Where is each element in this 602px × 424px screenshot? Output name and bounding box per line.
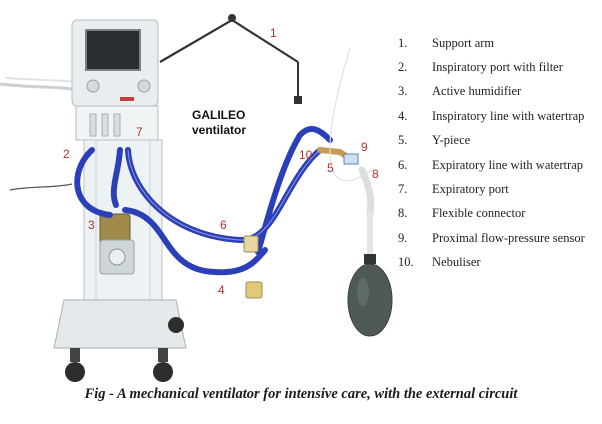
callout-6: 6 [220,218,227,232]
legend-text: Flexible connector [432,206,526,221]
legend-number: 3. [398,84,408,99]
wheel [65,362,85,382]
callout-3: 3 [88,218,95,232]
support-arm [159,18,299,63]
hose-highlight [127,149,321,241]
flexible-connector [358,166,375,219]
control-knob [86,79,100,93]
humidifier-dial [108,248,126,266]
control-knob [137,79,151,93]
arm-joint [228,14,236,22]
product-name: GALILEO ventilator [192,108,246,138]
inspiratory-hose-segment [74,147,113,218]
legend-item: 6. Expiratory line with watertrap [398,153,585,177]
legend-number: 6. [398,157,408,172]
legend-text: Expiratory port [432,182,509,197]
sensor-tubing [329,47,373,181]
reservoir-bag [347,263,393,337]
legend-number: 9. [398,230,408,245]
wheel [153,362,173,382]
legend-number: 7. [398,182,408,197]
indicator-lights [120,97,134,101]
legend-item: 5. Y-piece [398,129,585,153]
legend-item: 9. Proximal flow-pressure sensor [398,226,585,250]
legend-item: 4. Inspiratory line with watertrap [398,104,585,128]
legend-number: 2. [398,60,408,75]
port-slot [101,113,109,137]
callout-8: 8 [372,167,379,181]
callout-2: 2 [63,147,70,161]
legend-item: 1. Support arm [398,31,585,55]
watertrap-expiratory [243,235,259,253]
bag-highlight [357,278,369,306]
inspiratory-line [255,126,333,255]
humidifier-hose [110,147,123,208]
monitor-screen [85,29,141,71]
callout-5: 5 [327,161,334,175]
port-slot [113,113,121,137]
watertrap-inspiratory [245,281,263,299]
legend-number: 5. [398,133,408,148]
legend-item: 8. Flexible connector [398,202,585,226]
product-name-line1: GALILEO [192,108,246,122]
figure-caption: Fig - A mechanical ventilator for intens… [84,386,518,402]
arm-clamp [294,96,302,104]
wheel-mount [70,348,80,362]
legend-text: Inspiratory line with watertrap [432,108,585,123]
legend-number: 4. [398,108,408,123]
callout-4: 4 [218,283,225,297]
flow-sensor [343,153,359,165]
legend-item: 3. Active humidifier [398,80,585,104]
legend-text: Proximal flow-pressure sensor [432,230,585,245]
callout-7: 7 [136,125,143,139]
legend-item: 10. Nebuliser [398,251,585,275]
supply-hose [0,82,77,92]
product-name-line2: ventilator [192,123,247,137]
bag-neck [364,254,376,264]
legend-number: 10. [398,255,414,270]
power-cable [9,183,73,191]
callout-10: 10 [299,148,313,162]
port-slot [89,113,97,137]
wheel-mount [158,348,168,362]
legend-text: Active humidifier [432,84,522,99]
inspiratory-hose [122,207,268,276]
legend-text: Inspiratory port with filter [432,60,563,75]
callout-9: 9 [361,140,368,154]
wheel [168,317,184,333]
legend-text: Support arm [432,35,495,50]
legend-list: 1. Support arm 2. Inspiratory port with fi… [398,31,585,275]
legend-item: 2. Inspiratory port with filter [398,55,585,79]
legend-text: Nebuliser [432,255,481,270]
legend-number: 8. [398,206,408,221]
callout-1: 1 [270,26,277,40]
cart-base [53,299,187,349]
legend-text: Y-piece [432,133,471,148]
supply-hose [5,77,77,83]
legend-text: Expiratory line with watertrap [432,157,583,172]
legend-number: 1. [398,35,408,50]
legend-item: 7. Expiratory port [398,177,585,201]
